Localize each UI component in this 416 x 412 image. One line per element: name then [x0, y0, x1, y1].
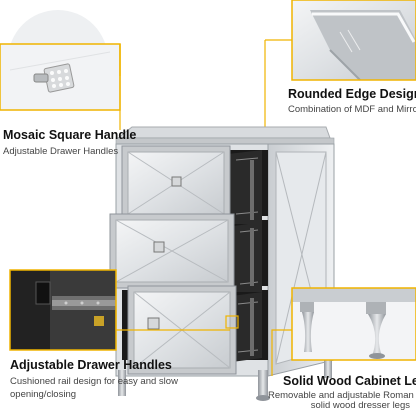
connector-line-rail — [115, 310, 230, 331]
mosaic-handle-subtitle: Adjustable Drawer Handles — [3, 146, 119, 157]
inset-mosaic-handle — [0, 10, 121, 111]
mosaic-handle-title: Mosaic Square Handle — [3, 128, 137, 142]
inset-cabinet-legs — [291, 287, 416, 361]
edge-design-title: Rounded Edge Design — [288, 87, 416, 101]
cabinet-legs-title: Solid Wood Cabinet Legs — [283, 374, 416, 388]
drawer-handles-title: Adjustable Drawer Handles — [10, 358, 172, 372]
connector-line-edge — [264, 39, 292, 130]
drawer-handles-subtitle-line1: Cushioned rail design for easy and slow — [10, 376, 178, 387]
edge-design-subtitle: Combination of MDF and Mirror — [288, 104, 416, 115]
drawer-2 — [109, 213, 235, 289]
inset-drawer-rail — [9, 269, 117, 351]
inset-edge-design — [291, 0, 416, 81]
connector-line-legs — [271, 329, 292, 376]
drawer-handles-subtitle-line2: opening/closing — [10, 389, 77, 400]
cabinet-legs-subtitle-line1: Removable and adjustable Roman — [268, 390, 414, 401]
cabinet-legs-subtitle-line2: solid wood dresser legs — [310, 400, 410, 411]
drawer-1 — [121, 145, 231, 221]
